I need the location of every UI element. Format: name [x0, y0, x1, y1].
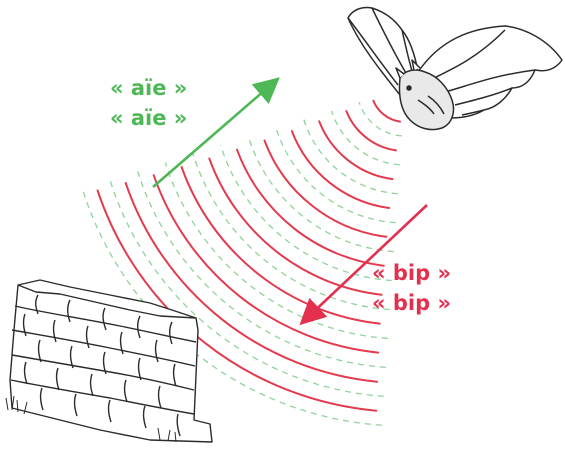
emit-arrow [299, 204, 428, 326]
echo-wave-arc [192, 153, 390, 311]
echo-label-line1: « aïe » [110, 76, 188, 100]
echo-label: « aïe » « aïe » [110, 73, 187, 133]
emitted-wave-arc [180, 166, 381, 325]
stone-wall-icon [5, 279, 213, 443]
emitted-wave-arc [345, 110, 397, 152]
emitted-wave-arc [318, 120, 394, 181]
emitted-wave-arc [96, 189, 378, 412]
echo-wave-arc [330, 110, 400, 166]
bat-icon [347, 6, 563, 131]
emitted-wave-arc [290, 130, 391, 209]
emitted-wave-arc [152, 174, 380, 354]
emit-label: « bip » « bip » [372, 258, 451, 318]
emitted-wave-arc [372, 99, 401, 123]
emit-label-line2: « bip » [372, 291, 452, 315]
echo-wave-arc [303, 119, 398, 195]
echo-wave-arc [220, 145, 392, 282]
echo-label-line2: « aïe » [110, 106, 188, 130]
emitted-wave-arc [263, 139, 388, 238]
emitted-wave-arc [208, 157, 383, 296]
emitted-waves [96, 99, 401, 412]
echo-wave-arc [137, 171, 386, 368]
echo-arrow [152, 77, 280, 188]
echo-wave-arc [275, 127, 396, 224]
emitted-wave-arc [124, 182, 379, 383]
echo-wave-arc [358, 102, 402, 137]
emitted-wave-arc [236, 148, 385, 267]
emit-label-line1: « bip » [372, 261, 452, 285]
echo-wave-arc [247, 136, 394, 253]
